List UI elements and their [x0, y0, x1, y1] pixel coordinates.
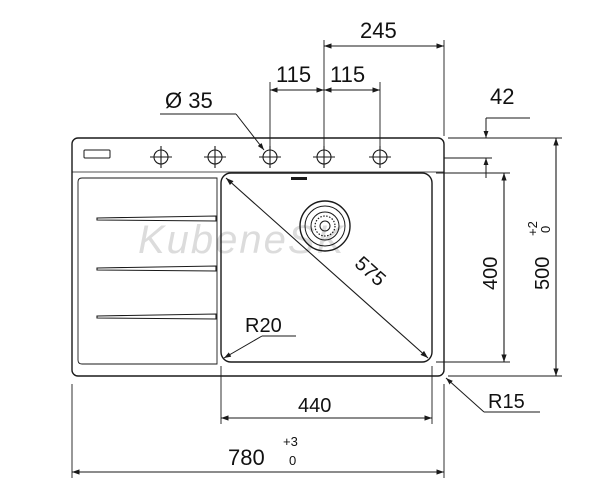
bowl-depth-label: 400 [480, 257, 502, 290]
tap-hole [204, 146, 226, 168]
overflow-slot [83, 149, 111, 159]
overall-depth-label: 500 [532, 257, 554, 290]
tap-holes [150, 146, 391, 168]
drainer-groove [96, 265, 217, 272]
overall-depth-tol-upper: +2 [525, 221, 540, 236]
outer-radius-leader [445, 377, 485, 413]
bottom-extension-lines [71, 366, 445, 478]
drainer-groove [96, 313, 217, 320]
bowl-outline [220, 172, 433, 363]
drainer-outline [77, 177, 218, 365]
sink-outer-outline [71, 137, 445, 377]
drainer-grooves [96, 215, 217, 320]
tap-hole [150, 146, 172, 168]
bowl-width-label: 440 [298, 395, 331, 417]
watermark-text: KubeneSK [138, 218, 346, 262]
hole-spacing-right-label: 115 [330, 62, 365, 87]
tap-hole [369, 146, 391, 168]
hole-diameter-label: Ø 35 [165, 88, 213, 113]
diagonal-dimension-label: 575 [350, 252, 390, 291]
outer-radius-label: R15 [488, 391, 525, 413]
bowl-overflow [291, 177, 307, 180]
hole-diameter-leader [235, 113, 265, 151]
diagonal-dimension-line [225, 177, 429, 359]
tap-hole [313, 146, 335, 168]
hole-spacing-left-label: 115 [276, 62, 311, 87]
tap-hole [259, 146, 281, 168]
inner-radius-leader-diag [223, 335, 263, 359]
right-offset-label: 42 [490, 84, 514, 109]
overall-width-tol-upper: +3 [283, 434, 298, 449]
drainer-groove [96, 215, 217, 222]
overall-depth-tol-lower: 0 [538, 226, 553, 233]
top-overall-label: 245 [360, 18, 397, 43]
inner-radius-label: R20 [245, 315, 282, 337]
overall-width-label: 780 [228, 445, 265, 470]
overall-width-tol-lower: 0 [289, 453, 296, 468]
top-extension-lines [269, 40, 445, 146]
